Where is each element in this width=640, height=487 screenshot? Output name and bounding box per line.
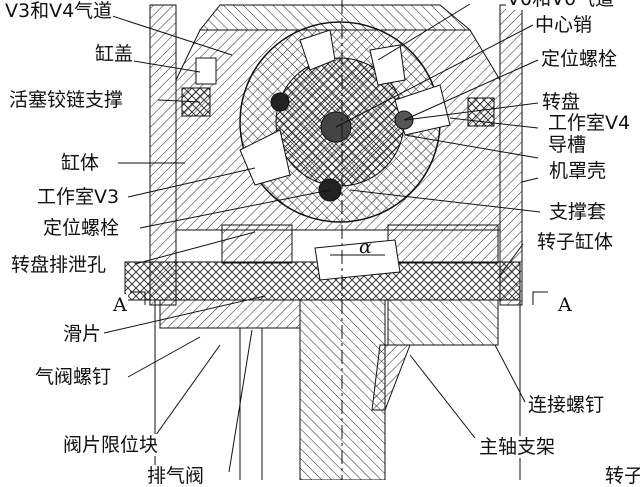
label-hood-shell: 机罩壳 (548, 160, 608, 182)
label-positioning-bolt-left: 定位螺栓 (42, 217, 121, 239)
label-slide-plate: 滑片 (62, 323, 103, 345)
slide-plate-wedge (314, 239, 401, 281)
cover-block-left (195, 57, 217, 85)
label-v3v4-duct: V3和V4气道 (4, 0, 114, 22)
label-cylinder-body: 缸体 (60, 152, 101, 174)
label-center-pin: 中心销 (534, 14, 594, 36)
label-turntable-drain-hole: 转盘排泄孔 (10, 254, 108, 276)
chamber-top-right (369, 44, 406, 86)
main-shaft-bracket-block (387, 299, 499, 346)
label-piston-hinge-support: 活塞铰链支撑 (8, 89, 125, 111)
label-valve-screw: 气阀螺钉 (34, 366, 113, 388)
label-v0-duct-partial: V0和V0气道 (506, 0, 616, 10)
section-marker-left (130, 291, 146, 305)
label-exhaust-valve-partial: 排气阀 (146, 465, 206, 487)
label-connecting-screw: 连接螺钉 (527, 394, 606, 416)
section-marker-right (532, 291, 548, 305)
label-main-shaft-bracket: 主轴支架 (478, 436, 557, 458)
cylinder-body-left-wall (149, 4, 177, 306)
rotor-block-right (387, 224, 499, 264)
label-rotor-cylinder-body: 转子缸体 (536, 231, 615, 253)
leader-lines (97, 3, 541, 473)
valve-plate-region (159, 299, 301, 329)
label-rotor-partial: 转子 (604, 465, 640, 487)
positioning-bolt-hole-left (270, 92, 290, 112)
label-support-sleeve: 支撑套 (548, 201, 608, 223)
label-section-a-right: A (557, 294, 573, 316)
label-working-chamber-v3: 工作室V3 (36, 186, 121, 208)
cylinder-cover (198, 4, 472, 31)
label-guide-groove: 导槽 (547, 134, 588, 156)
label-alpha: α (359, 236, 372, 258)
rotor-block-left (221, 224, 293, 264)
chamber-top (299, 29, 336, 71)
working-chamber-v3 (239, 129, 291, 186)
label-working-chamber-v4: 工作室V4 (547, 112, 632, 134)
label-section-a-left: A (112, 294, 128, 316)
label-turntable: 转盘 (541, 91, 582, 113)
label-cylinder-cover: 缸盖 (94, 43, 135, 65)
label-valve-limit-block: 阀片限位块 (62, 434, 160, 456)
label-positioning-bolt-right: 定位螺栓 (540, 48, 619, 70)
